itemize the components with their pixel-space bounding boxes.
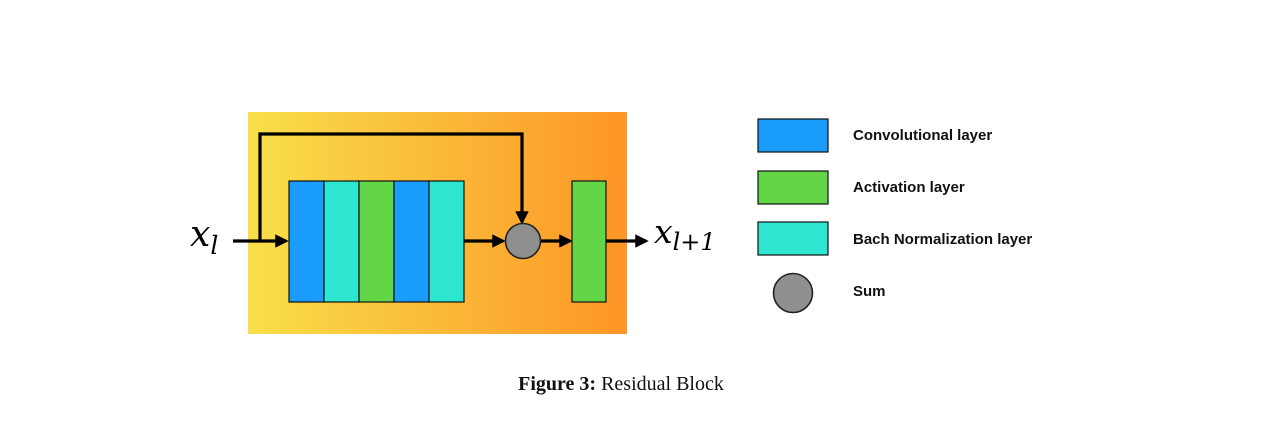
legend-swatch-sum	[772, 272, 814, 314]
caption-prefix: Figure 3:	[518, 373, 597, 395]
legend-swatch-convolutional	[757, 118, 829, 153]
layer-block-2	[323, 180, 360, 303]
legend-label-batch-norm: Bach Normalization layer	[853, 231, 1032, 248]
legend-label-activation: Activation layer	[853, 179, 965, 196]
final-activation-block	[571, 180, 607, 303]
input-label: xl	[190, 214, 218, 260]
legend-label-convolutional: Convolutional layer	[853, 127, 992, 144]
input-label-base: x	[190, 214, 210, 255]
skip-connection-arrow	[258, 132, 529, 241]
legend-swatch-activation	[757, 170, 829, 205]
sum-node	[504, 222, 542, 260]
legend: Convolutional layer Activation layer Bac…	[757, 118, 1032, 314]
layer-block-3	[358, 180, 395, 303]
output-label-sub: l+1	[673, 228, 716, 256]
layer-block-1	[288, 180, 325, 303]
layer-block-5	[428, 180, 465, 303]
layer-blocks	[288, 180, 465, 303]
output-label: xl+1	[654, 212, 716, 256]
output-label-base: x	[654, 212, 673, 251]
figure-caption: Figure 3: Residual Block	[0, 373, 1242, 396]
layer-block-4	[393, 180, 430, 303]
legend-label-sum: Sum	[853, 283, 886, 300]
input-label-sub: l	[210, 231, 218, 260]
legend-swatch-batch-norm	[757, 221, 829, 256]
caption-text: Residual Block	[601, 373, 724, 395]
